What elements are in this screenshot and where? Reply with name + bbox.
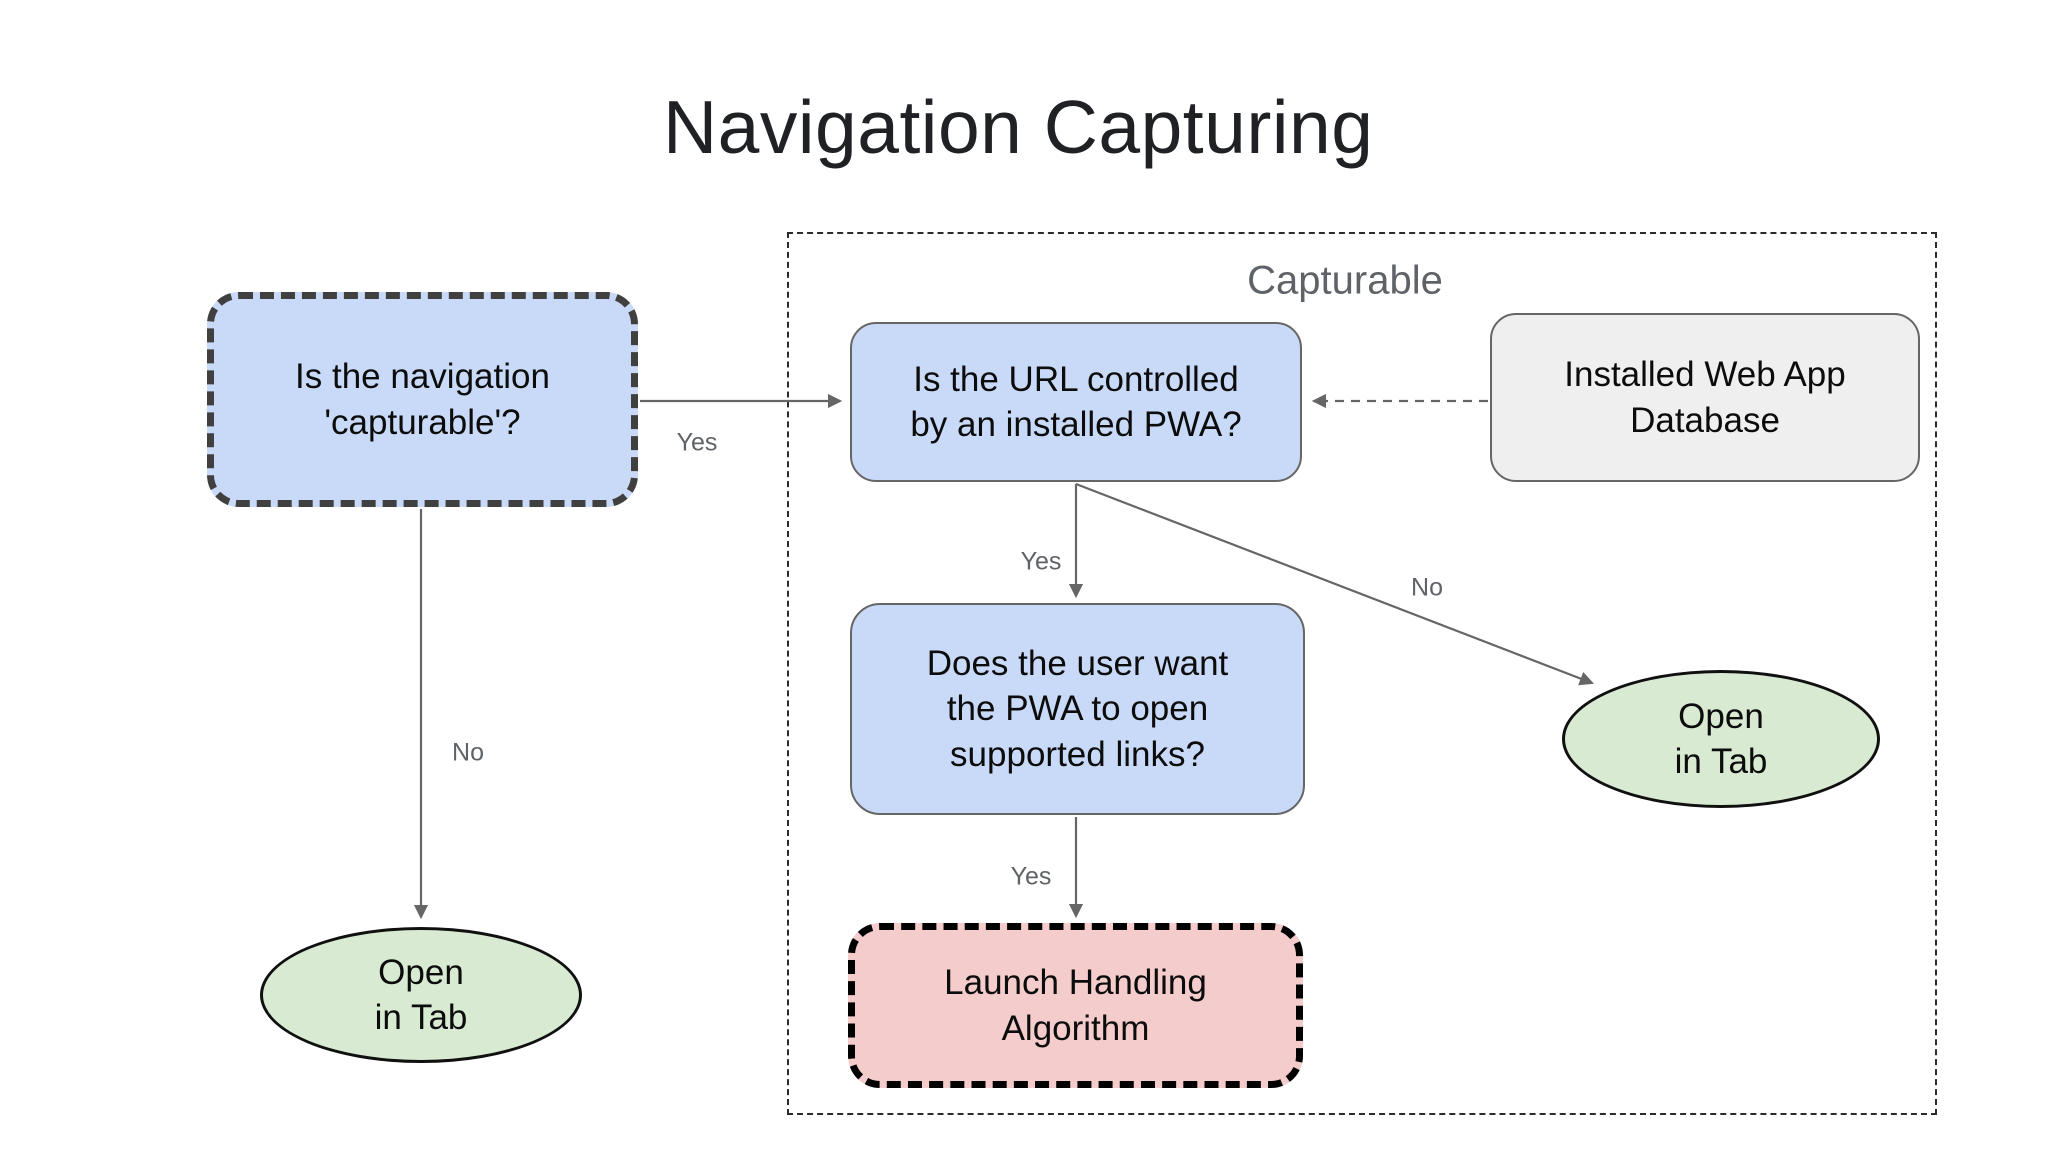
node-open-in-tab-right: Open in Tab (1562, 670, 1880, 808)
page-title: Navigation Capturing (663, 85, 1374, 169)
node-is-url-controlled: Is the URL controlled by an installed PW… (850, 322, 1302, 482)
node-does-user-want-supported-links: Does the user want the PWA to open suppo… (850, 603, 1305, 815)
node-open-in-tab-left: Open in Tab (260, 927, 582, 1063)
node-is-navigation-capturable: Is the navigation 'capturable'? (207, 292, 638, 507)
capturable-group-label: Capturable (1247, 258, 1443, 303)
node-launch-handling-algorithm: Launch Handling Algorithm (848, 923, 1303, 1088)
node-installed-web-app-database: Installed Web App Database (1490, 313, 1920, 482)
edge-label-url-no: No (1411, 573, 1443, 602)
edge-label-capturable-yes: Yes (676, 428, 718, 457)
edge-label-links-yes: Yes (1010, 862, 1052, 891)
capturable-group-frame (787, 232, 1937, 1115)
edge-label-url-yes: Yes (1020, 547, 1062, 576)
edge-label-capturable-no: No (452, 738, 484, 767)
